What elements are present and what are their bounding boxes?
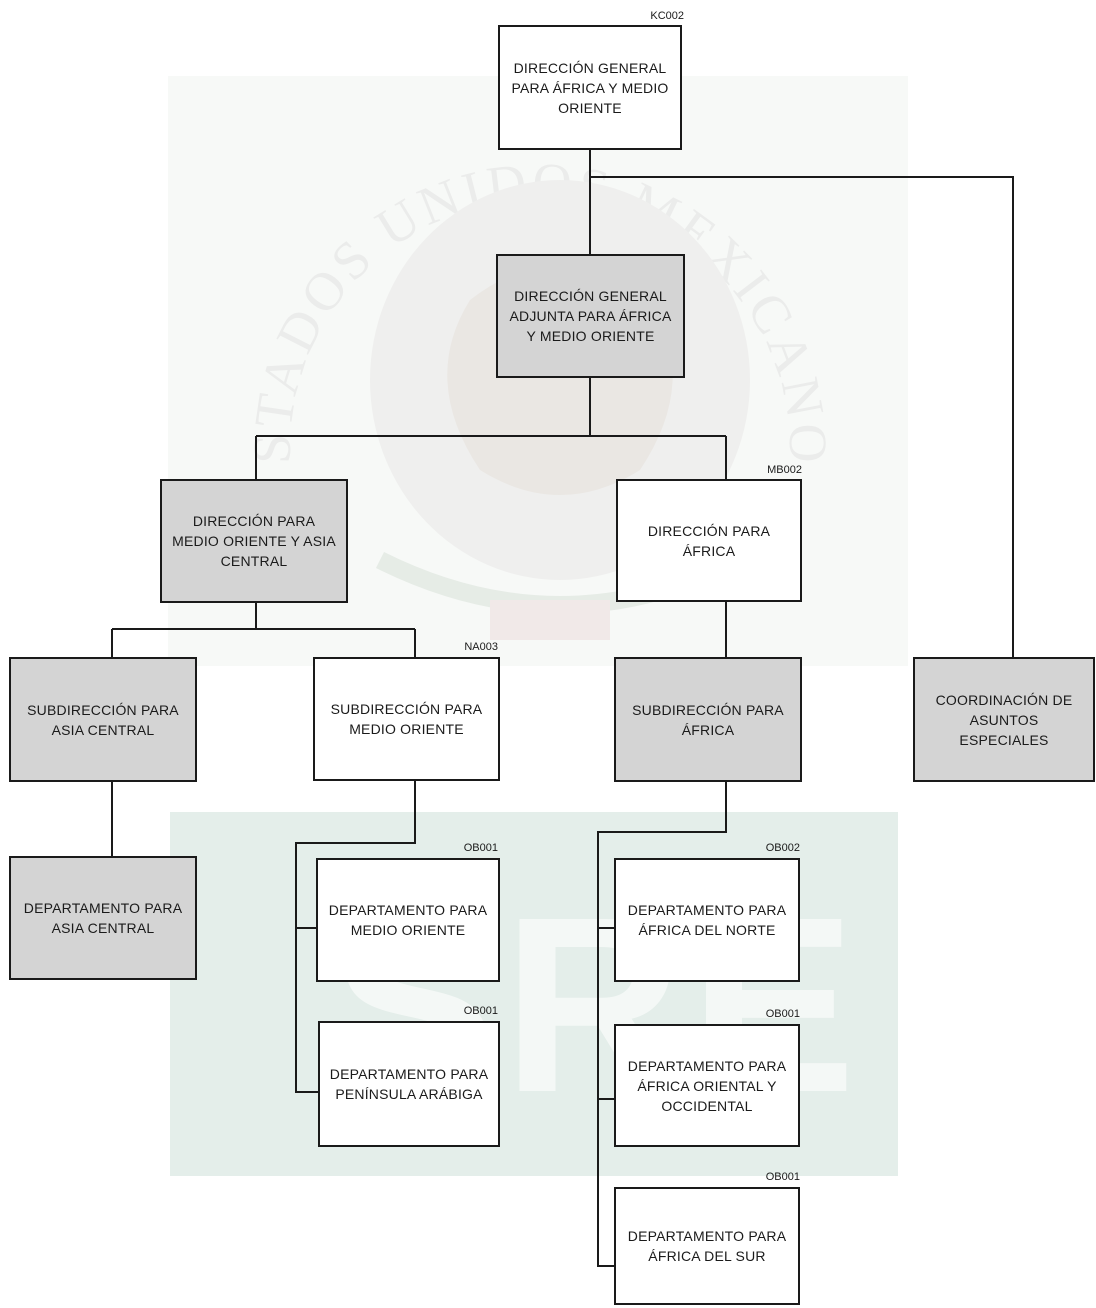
- box-direccion-general-adjunta: DIRECCIÓN GENERAL ADJUNTA PARA ÁFRICA Y …: [496, 254, 685, 378]
- box-label: DIRECCIÓN PARA ÁFRICA: [647, 522, 771, 559]
- position-code: OB001: [765, 1008, 800, 1020]
- position-code: NA003: [464, 641, 498, 653]
- box-subdireccion-medio-oriente: SUBDIRECCIÓN PARA MEDIO ORIENTE: [313, 657, 500, 781]
- box-label: COORDINACIÓN DE ASUNTOS ESPECIALES: [935, 691, 1073, 748]
- box-departamento-peninsula-arabiga: DEPARTAMENTO PARA PENÍNSULA ARÁBIGA: [318, 1021, 500, 1147]
- box-label: SUBDIRECCIÓN PARA ÁFRICA: [632, 701, 784, 738]
- box-direccion-medio-oriente-asia-central: DIRECCIÓN PARA MEDIO ORIENTE Y ASIA CENT…: [160, 479, 348, 603]
- position-code: OB001: [463, 842, 498, 854]
- box-direccion-africa: DIRECCIÓN PARA ÁFRICA: [616, 479, 802, 602]
- box-label: SUBDIRECCIÓN PARA ASIA CENTRAL: [27, 701, 179, 738]
- box-direccion-general: DIRECCIÓN GENERAL PARA ÁFRICA Y MEDIO OR…: [498, 25, 682, 150]
- position-code: OB001: [765, 1171, 800, 1183]
- position-code: KC002: [650, 10, 684, 22]
- box-departamento-africa-oriental-occidental: DEPARTAMENTO PARA ÁFRICA ORIENTAL Y OCCI…: [614, 1024, 800, 1147]
- box-label: DIRECCIÓN PARA MEDIO ORIENTE Y ASIA CENT…: [172, 513, 336, 569]
- box-label: DIRECCIÓN GENERAL PARA ÁFRICA Y MEDIO OR…: [511, 59, 669, 116]
- box-subdireccion-asia-central: SUBDIRECCIÓN PARA ASIA CENTRAL: [9, 657, 197, 782]
- box-label: DEPARTAMENTO PARA ÁFRICA DEL NORTE: [627, 902, 787, 938]
- position-code: OB002: [765, 842, 800, 854]
- box-label: SUBDIRECCIÓN PARA MEDIO ORIENTE: [330, 701, 483, 737]
- position-code: MB002: [767, 464, 802, 476]
- box-label: DEPARTAMENTO PARA ÁFRICA ORIENTAL Y OCCI…: [627, 1057, 787, 1114]
- box-label: DEPARTAMENTO PARA PENÍNSULA ARÁBIGA: [329, 1066, 489, 1102]
- position-code: OB001: [463, 1005, 498, 1017]
- box-label: DEPARTAMENTO PARA ASIA CENTRAL: [23, 900, 183, 936]
- box-departamento-medio-oriente: DEPARTAMENTO PARA MEDIO ORIENTE: [316, 858, 500, 982]
- box-departamento-africa-sur: DEPARTAMENTO PARA ÁFRICA DEL SUR: [614, 1187, 800, 1305]
- box-subdireccion-africa: SUBDIRECCIÓN PARA ÁFRICA: [614, 657, 802, 782]
- box-coordinacion-asuntos-especiales: COORDINACIÓN DE ASUNTOS ESPECIALES: [913, 657, 1095, 782]
- box-label: DIRECCIÓN GENERAL ADJUNTA PARA ÁFRICA Y …: [509, 288, 672, 344]
- box-departamento-asia-central: DEPARTAMENTO PARA ASIA CENTRAL: [9, 856, 197, 980]
- box-label: DEPARTAMENTO PARA MEDIO ORIENTE: [328, 902, 488, 938]
- box-label: DEPARTAMENTO PARA ÁFRICA DEL SUR: [627, 1228, 787, 1264]
- box-departamento-africa-norte: DEPARTAMENTO PARA ÁFRICA DEL NORTE: [614, 858, 800, 982]
